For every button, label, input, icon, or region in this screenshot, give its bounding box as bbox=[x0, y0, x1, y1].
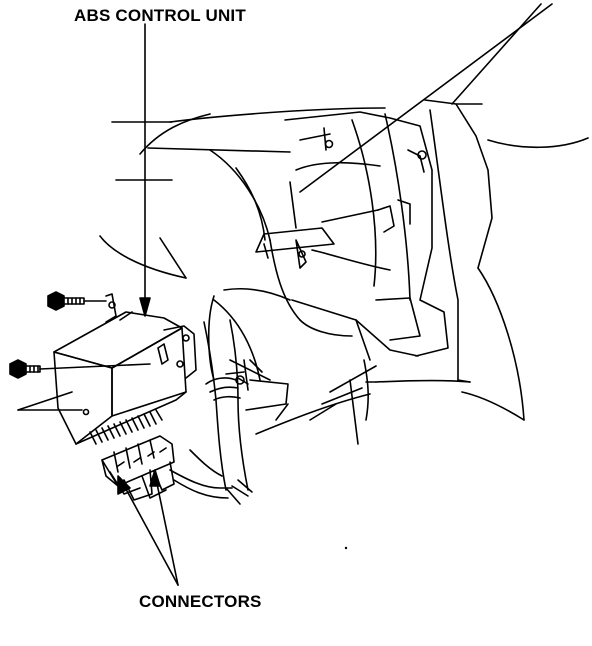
connectors-label: CONNECTORS bbox=[139, 592, 262, 611]
abs-control-unit-label: ABS CONTROL UNIT bbox=[74, 6, 246, 25]
vehicle-body-structure bbox=[99, 3, 589, 445]
bolt-lower bbox=[9, 359, 151, 379]
wiring-harness bbox=[169, 319, 253, 505]
bolt-upper bbox=[47, 291, 107, 311]
connectors bbox=[101, 435, 175, 501]
leader-lines bbox=[17, 23, 179, 586]
abs-control-unit bbox=[53, 293, 197, 445]
stray-dot bbox=[344, 546, 348, 550]
